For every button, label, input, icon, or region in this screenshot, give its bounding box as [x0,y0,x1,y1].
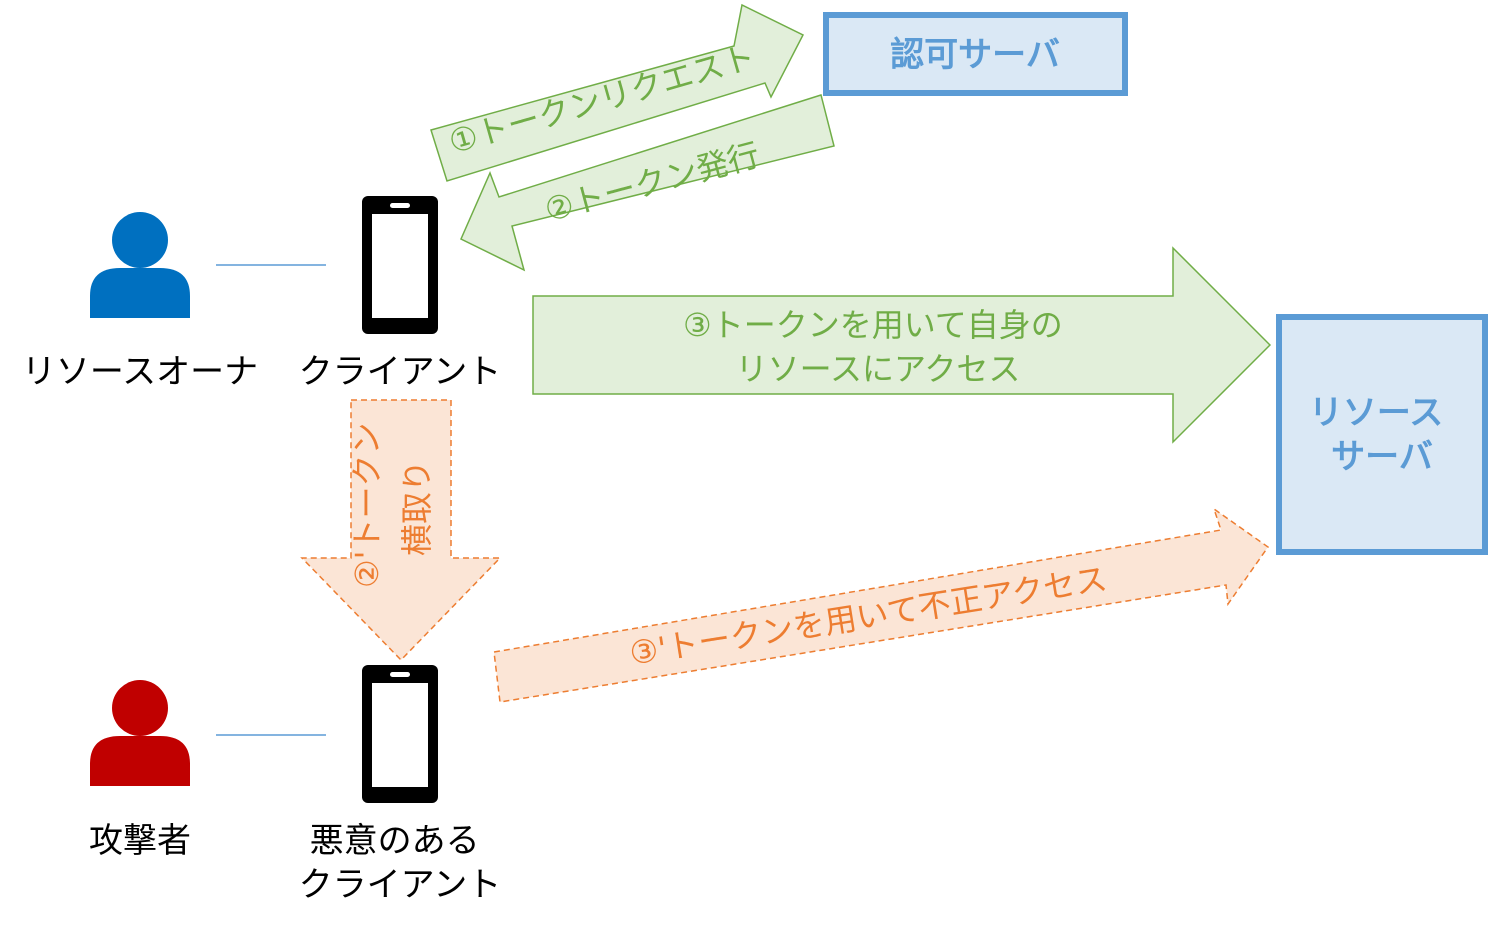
resource-access-label-line1: ③トークンを用いて自身の [683,306,1063,344]
token-theft-label-line2: 横取り [398,460,436,556]
resource-server-label: リソース サーバ [1309,393,1455,477]
resource-access-arrow: ③トークンを用いて自身の リソースにアクセス [532,246,1272,444]
malicious-client-label: 悪意のある クライアント [299,821,502,905]
resource-owner-label: リソースオーナ [22,352,258,392]
client-smartphone-icon [362,196,438,334]
malicious-client-label-line1: 悪意のある [310,821,480,861]
resource-access-label: ③トークンを用いて自身の リソースにアクセス [683,306,1073,388]
resource-server-box: リソース サーバ [1276,314,1488,555]
malicious-client-smartphone-icon [362,665,438,803]
resource-access-label-line2: リソースにアクセス [736,350,1021,388]
auth-server-box: 認可サーバ [823,12,1128,96]
token-theft-arrow: ②'トークン 横取り [300,399,502,662]
resource-owner-person-icon [90,212,190,318]
attacker-person-icon [90,680,190,786]
resource-server-label-line1: リソース [1309,393,1443,433]
illegal-access-arrow: ③'トークンを用いて不正アクセス [493,507,1270,703]
attacker-label: 攻撃者 [89,821,191,861]
token-theft-label-line1: ②'トークン [348,423,386,589]
resource-server-label-line2: サーバ [1331,437,1433,477]
malicious-client-label-line2: クライアント [299,865,502,905]
auth-server-label: 認可サーバ [890,35,1060,75]
client-label: クライアント [299,352,502,392]
